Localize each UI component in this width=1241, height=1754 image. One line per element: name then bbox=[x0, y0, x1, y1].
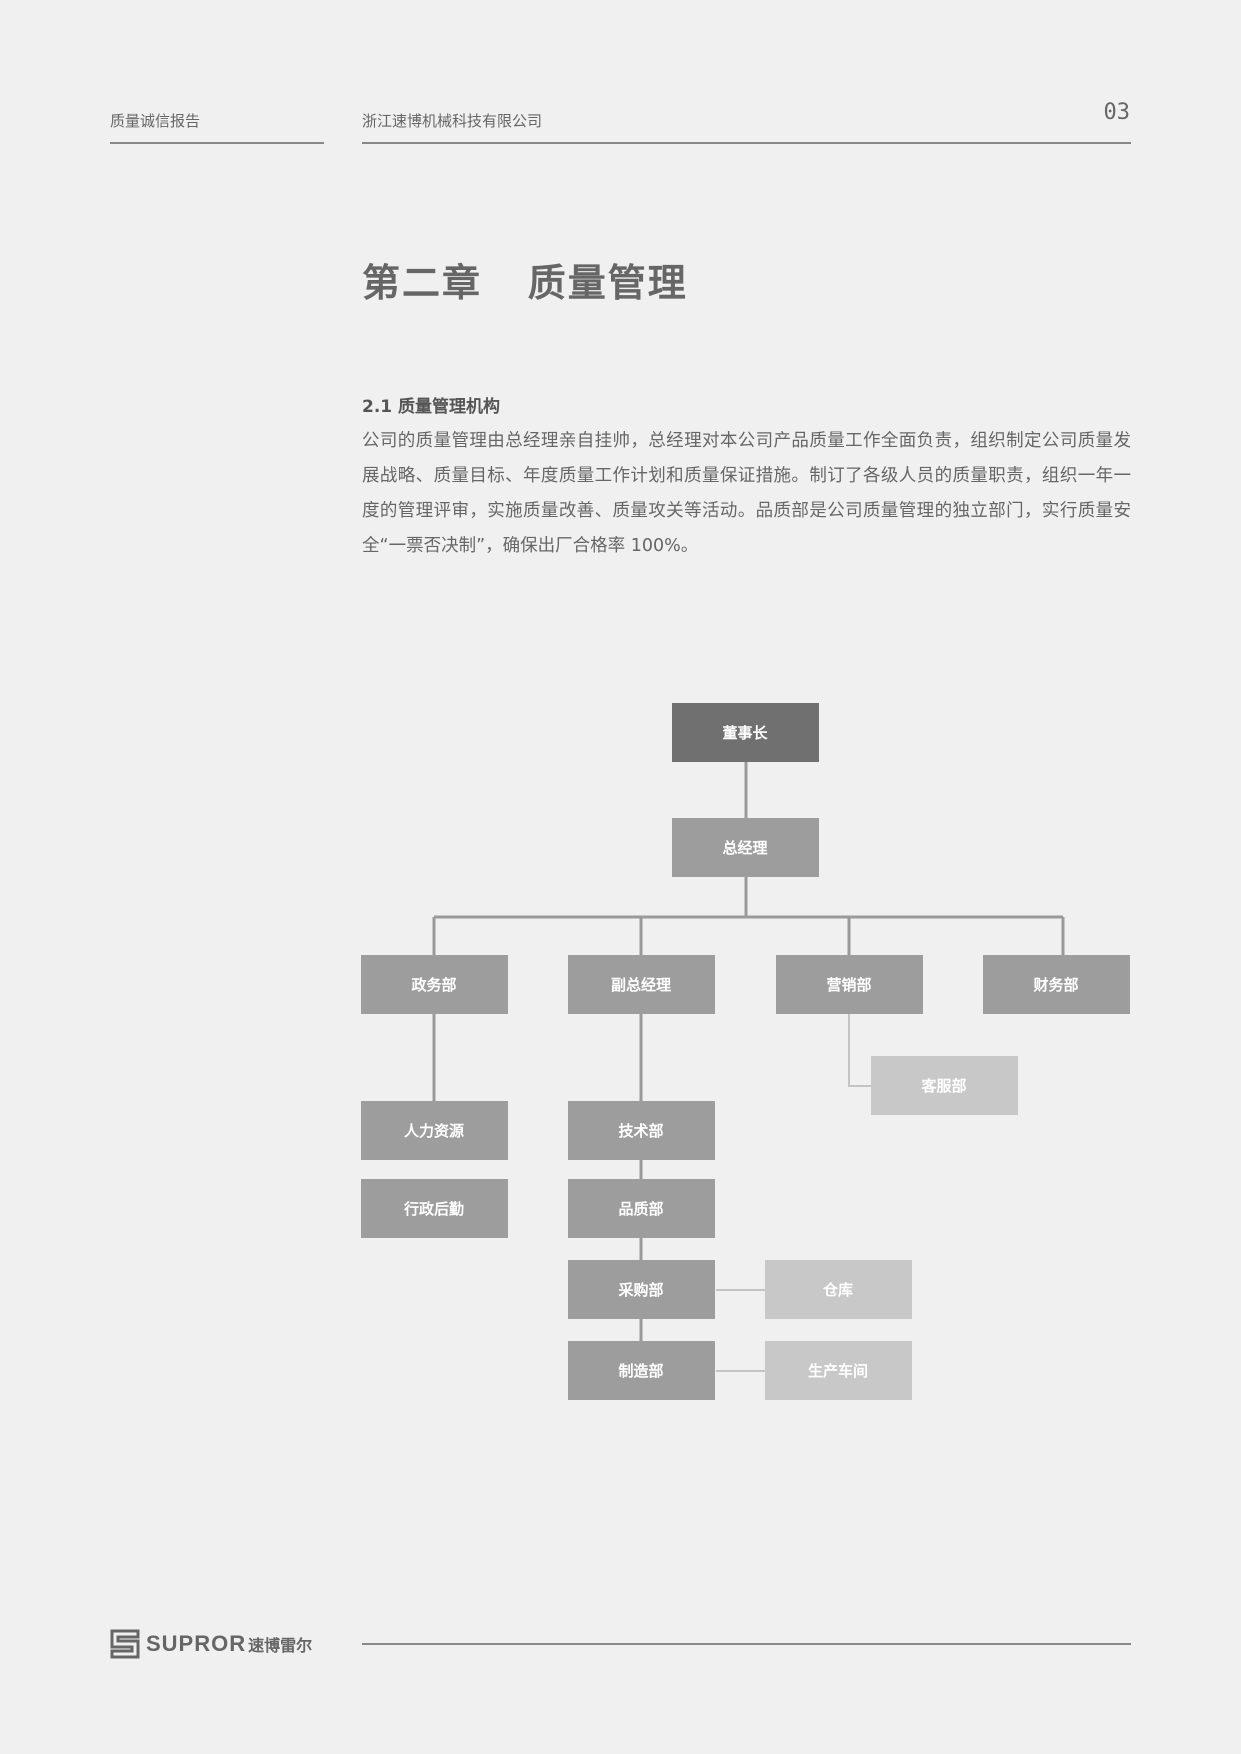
brand-logo: SUPROR 速博雷尔 bbox=[110, 1629, 312, 1659]
box-logistics-label: 行政后勤 bbox=[403, 1200, 464, 1218]
box-chairman: 董事长 bbox=[672, 703, 819, 762]
box-finance-label: 财务部 bbox=[1033, 976, 1078, 994]
brand-name: SUPROR bbox=[146, 1631, 247, 1656]
box-logistics: 行政后勤 bbox=[361, 1179, 508, 1238]
box-quality: 品质部 bbox=[568, 1179, 715, 1238]
report-title: 质量诚信报告 bbox=[110, 112, 201, 130]
box-marketing: 营销部 bbox=[776, 955, 923, 1014]
chapter-title: 第二章 质量管理 bbox=[362, 261, 688, 305]
box-purchasing: 采购部 bbox=[568, 1260, 715, 1319]
box-finance: 财务部 bbox=[983, 955, 1130, 1014]
box-manufacturing: 制造部 bbox=[568, 1341, 715, 1400]
box-manufacturing-label: 制造部 bbox=[618, 1362, 663, 1380]
box-workshop-label: 生产车间 bbox=[808, 1362, 868, 1380]
box-purchasing-label: 采购部 bbox=[617, 1281, 663, 1299]
box-customer-service: 客服部 bbox=[871, 1056, 1018, 1115]
brand-name-cn: 速博雷尔 bbox=[248, 1636, 313, 1655]
box-deputy-gm-label: 副总经理 bbox=[611, 976, 671, 994]
company-name: 浙江速博机械科技有限公司 bbox=[362, 112, 543, 130]
footer-divider bbox=[362, 1643, 1131, 1645]
connector-marketing-service bbox=[848, 1014, 871, 1087]
box-marketing-label: 营销部 bbox=[826, 976, 871, 994]
box-tech-label: 技术部 bbox=[618, 1122, 663, 1140]
brand-logo-icon bbox=[110, 1629, 140, 1659]
org-boxes: 董事长 总经理 政务部 副总经理 营销部 财务部 客服部 人力资源 bbox=[361, 703, 1130, 1400]
box-tech: 技术部 bbox=[568, 1101, 715, 1160]
box-admin-dept-label: 政务部 bbox=[411, 976, 456, 994]
box-admin-dept: 政务部 bbox=[361, 955, 508, 1014]
org-connectors-light bbox=[716, 1014, 871, 1372]
box-customer-service-label: 客服部 bbox=[920, 1077, 966, 1095]
box-general-manager: 总经理 bbox=[672, 818, 819, 877]
box-warehouse-label: 仓库 bbox=[822, 1281, 853, 1299]
box-general-manager-label: 总经理 bbox=[722, 839, 767, 857]
header-divider-right bbox=[362, 142, 1131, 144]
header-divider-left bbox=[110, 142, 324, 144]
box-hr: 人力资源 bbox=[361, 1101, 508, 1160]
box-chairman-label: 董事长 bbox=[722, 724, 768, 742]
box-deputy-gm: 副总经理 bbox=[568, 955, 715, 1014]
box-quality-label: 品质部 bbox=[618, 1200, 663, 1218]
section-body: 公司的质量管理由总经理亲自挂帅，总经理对本公司产品质量工作全面负责，组织制定公司… bbox=[362, 431, 1131, 556]
section-heading: 2.1 质量管理机构 bbox=[362, 397, 501, 417]
page-number: 03 bbox=[1103, 100, 1131, 125]
box-hr-label: 人力资源 bbox=[404, 1122, 464, 1140]
box-warehouse: 仓库 bbox=[765, 1260, 912, 1319]
box-workshop: 生产车间 bbox=[765, 1341, 912, 1400]
